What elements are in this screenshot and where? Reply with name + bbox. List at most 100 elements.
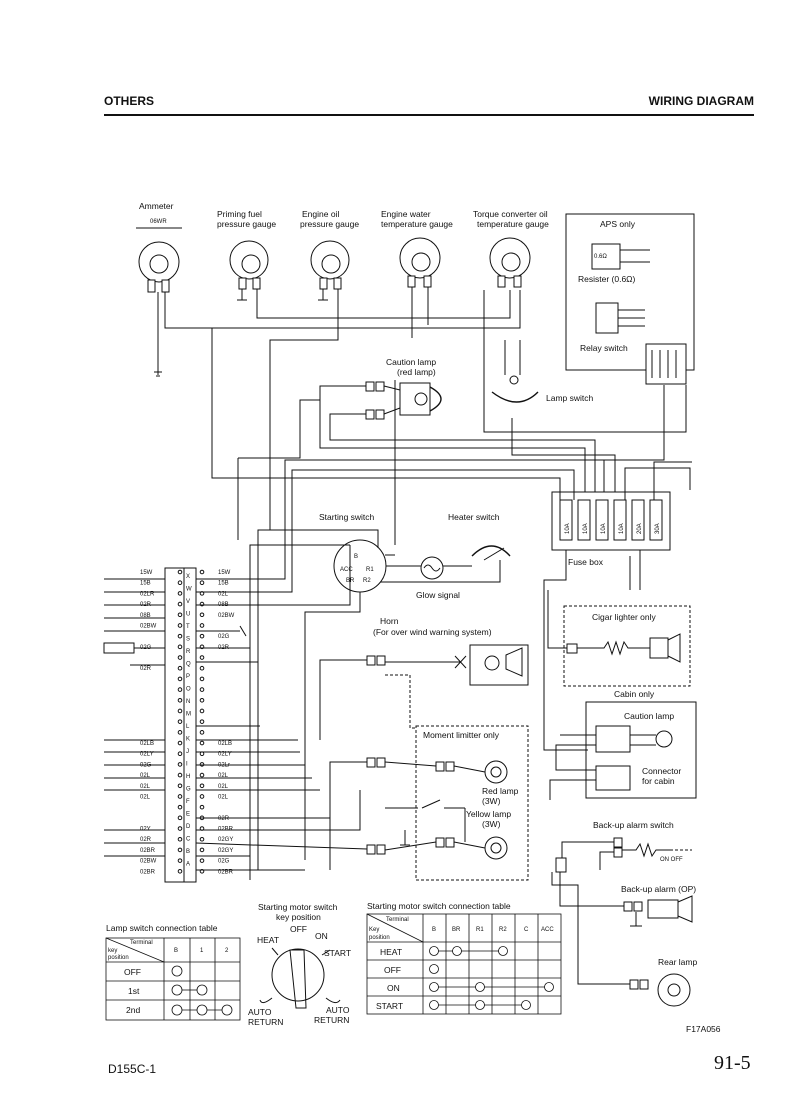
- connector-left-wire: 02R: [140, 837, 152, 843]
- connector-pin: [199, 687, 205, 692]
- moment-limiter: Moment limitter only Red lamp (3W) Yello…: [366, 725, 529, 881]
- lamp-switch-table: Lamp switch connection table Terminal ke…: [105, 923, 241, 1021]
- connector-left-wire: 02BR: [140, 848, 156, 854]
- cigar-lighter-label: Cigar lighter only: [592, 612, 657, 622]
- ammeter-label: Ammeter: [139, 201, 174, 211]
- connector-pin: [177, 772, 183, 778]
- connector-left-wire: 02R: [140, 666, 152, 672]
- connector-pin-label: X: [186, 574, 190, 580]
- connector-pin: [199, 836, 205, 842]
- glow-signal: Glow signal: [416, 556, 460, 600]
- water-gauge-label-1: Engine water: [381, 209, 431, 219]
- oil-gauge-label-2: pressure gauge: [300, 219, 359, 229]
- rear-lamp-label: Rear lamp: [658, 957, 697, 967]
- ammeter-wire-label: 06WR: [150, 219, 167, 225]
- water-gauge-label-2: temperature gauge: [381, 219, 453, 229]
- svg-text:R2: R2: [363, 578, 371, 584]
- key-auto-right-1: AUTO: [326, 1005, 350, 1015]
- motor-switch-table: Starting motor switch connection table T…: [366, 901, 562, 1015]
- motor-table-row-2: ON: [387, 983, 400, 993]
- connector-pin-label: W: [186, 587, 192, 593]
- connector-pin: [177, 719, 183, 724]
- key-on: ON: [315, 931, 328, 941]
- connector-pin: [177, 591, 183, 596]
- backup-alarm: Back-up alarm (OP): [621, 884, 696, 927]
- fuse-rating: 10A: [583, 523, 589, 534]
- motor-table-row-1: OFF: [384, 965, 401, 975]
- connector-left-wire: 02BW: [140, 859, 157, 865]
- starting-switch-label: Starting switch: [319, 512, 375, 522]
- connector-right-wire: 15W: [218, 570, 231, 576]
- connector-pin-label: A: [186, 862, 190, 868]
- connector-right-wire: 02L: [218, 784, 229, 790]
- backup-alarm-switch: Back-up alarm switch ON OFF: [593, 820, 692, 863]
- connector-pin: [177, 730, 183, 735]
- connector-right-wire: 02G: [218, 859, 230, 865]
- connector-right-wire: 15B: [218, 581, 229, 587]
- connector-pin-label: V: [186, 599, 190, 605]
- section-title: OTHERS: [104, 94, 155, 108]
- connector-pin: [199, 655, 205, 660]
- motor-table-col-2: R1: [476, 927, 484, 933]
- backup-alarm-label: Back-up alarm (OP): [621, 884, 696, 894]
- connector-right-wire: 02L: [218, 773, 229, 779]
- connector-pin: [199, 697, 205, 703]
- lamp-table-corner-top: Terminal: [130, 940, 153, 946]
- aps-title: APS only: [600, 219, 636, 229]
- red-lamp-label: Red lamp: [482, 786, 519, 796]
- model-number: D155C-1: [108, 1062, 157, 1076]
- cabin-section: Cabin only Caution lamp Connector for ca…: [585, 689, 697, 799]
- connector-pin: [199, 783, 205, 789]
- horn: Horn (For over wind warning system): [366, 616, 529, 686]
- connector-pin: [199, 623, 205, 628]
- connector-pin-label: B: [186, 849, 190, 855]
- connector-right-wire: 02BR: [218, 869, 234, 875]
- torque-gauge-label-2: temperature gauge: [477, 219, 549, 229]
- horn-note: (For over wind warning system): [373, 627, 492, 637]
- connector-pin-label: P: [186, 674, 190, 680]
- connector-pin: [199, 847, 205, 853]
- backup-on-off: ON OFF: [660, 857, 683, 863]
- connector-left-wire: 02LB: [140, 741, 154, 747]
- connector-right-wire: 02GY: [218, 837, 233, 843]
- connector-pin-label: K: [186, 737, 190, 743]
- connector-pin: [177, 783, 183, 789]
- lamp-table-corner-1: key: [108, 948, 117, 954]
- aps-r-value: 0.6Ω: [594, 254, 607, 260]
- connector-pin: [199, 580, 205, 585]
- fuel-gauge-label-1: Priming fuel: [217, 209, 262, 219]
- lamp-table-row-1: 1st: [128, 986, 140, 996]
- backup-switch-label: Back-up alarm switch: [593, 820, 674, 830]
- connector-pin: [177, 612, 183, 618]
- connector-pin: [199, 708, 205, 714]
- yellow-lamp-label: Yellow lamp: [466, 809, 511, 819]
- connector-right-wire: 02L: [218, 591, 229, 597]
- connector-left-wire: 02LR: [140, 591, 155, 597]
- key-title-1: Starting motor switch: [258, 902, 338, 912]
- connector-right-wire: 02LY: [218, 752, 232, 758]
- connector-pin-label: M: [186, 712, 191, 718]
- connector-right-wire: 02L: [218, 794, 229, 800]
- glow-signal-label: Glow signal: [416, 590, 460, 600]
- fuse-rating: 20A: [637, 523, 643, 534]
- aps-section: APS only 0.6Ω Resister (0.6Ω) Relay swit…: [565, 213, 695, 385]
- lamp-table-corner-2: position: [108, 955, 129, 961]
- connector-pin-label: J: [186, 749, 189, 755]
- torque-gauge-label-1: Torque converter oil: [473, 209, 548, 219]
- connector-pin: [177, 601, 183, 607]
- key-start: START: [324, 948, 351, 958]
- lamp-switch: Lamp switch: [491, 340, 594, 403]
- connector-pin: [199, 740, 205, 746]
- connector-pin: [177, 869, 183, 874]
- connector-pin: [177, 644, 183, 650]
- key-title-2: key position: [276, 912, 321, 922]
- cabin-connector-label-1: Connector: [642, 766, 681, 776]
- aps-resistor-label: Resister (0.6Ω): [578, 274, 636, 284]
- connector-pin-label: N: [186, 699, 190, 705]
- key-auto-left-1: AUTO: [248, 1007, 272, 1017]
- connector-pin: [199, 665, 205, 671]
- key-auto-right-2: RETURN: [314, 1015, 349, 1025]
- fuel-gauge-label-2: pressure gauge: [217, 219, 276, 229]
- connector-pin-label: E: [186, 812, 190, 818]
- motor-table-row-0: HEAT: [380, 947, 402, 957]
